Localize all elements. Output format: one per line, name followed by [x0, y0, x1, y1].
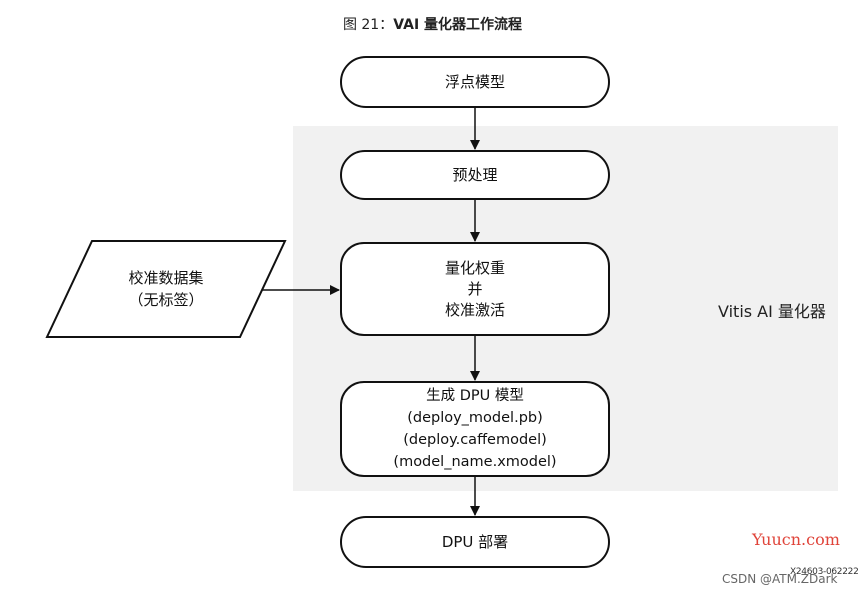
dpu-deploy-label: DPU 部署 [441, 532, 509, 551]
generate-label-line1: 生成 DPU 模型 [426, 388, 524, 404]
preprocess-node: 预处理 [340, 150, 610, 200]
quantize-label-line3: 校准激活 [444, 300, 505, 319]
quantize-label-line2: 并 [467, 279, 483, 298]
generate-label-line2: (deploy_model.pb) [407, 410, 543, 426]
generate-label-line4: (model_name.xmodel) [393, 454, 557, 470]
calibration-dataset-label-line1: 校准数据集 [128, 269, 203, 287]
figure-title: 图 21：VAI 量化器工作流程 [0, 14, 865, 34]
calibration-dataset-node [45, 240, 287, 338]
preprocess-label: 预处理 [452, 165, 498, 184]
calibration-dataset-label-line2: （无标签） [128, 291, 203, 309]
site-watermark: Yuucn.com [752, 530, 840, 549]
csdn-watermark: CSDN @ATM.ZDark [722, 572, 838, 586]
generate-dpu-model-node: 生成 DPU 模型 (deploy_model.pb) (deploy.caff… [340, 381, 610, 477]
float-model-node: 浮点模型 [340, 56, 610, 108]
quantizer-region-label: Vitis AI 量化器 [718, 302, 826, 321]
quantize-label-line1: 量化权重 [444, 258, 505, 277]
figure-code: X24603-062222 [790, 567, 859, 577]
generate-label-line3: (deploy.caffemodel) [403, 432, 547, 448]
dpu-deploy-node: DPU 部署 [340, 516, 610, 568]
float-model-label: 浮点模型 [444, 72, 505, 91]
figure-title-text: VAI 量化器工作流程 [393, 17, 523, 33]
figure-number: 图 21： [342, 17, 394, 33]
quantize-calibrate-node: 量化权重 并 校准激活 [340, 242, 610, 336]
